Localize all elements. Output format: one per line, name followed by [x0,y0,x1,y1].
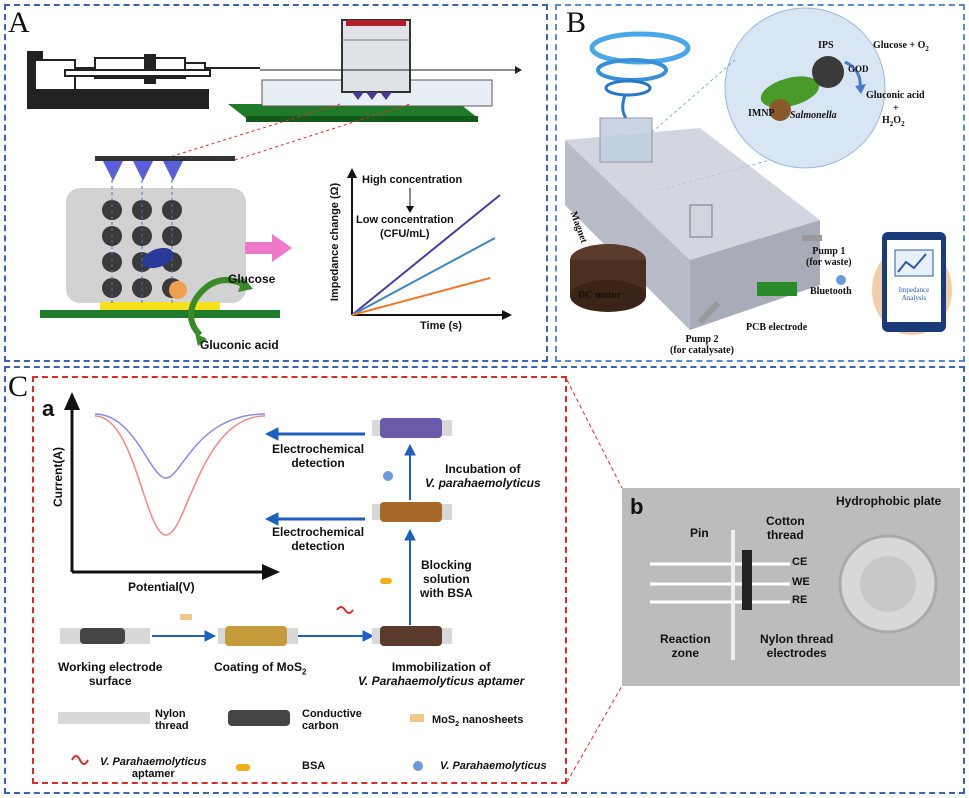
pin-label: Pin [690,526,709,540]
panel-ca-label: a [42,396,55,421]
ce-label: CE [792,556,808,568]
salmonella-bacterium [760,76,820,108]
legend-icons [58,710,424,771]
electrodes [60,418,452,646]
gluconic-label: Gluconic acid [200,338,279,352]
pump2-label: Pump 2(for catalysate) [670,334,734,356]
bluetooth-label: Bluetooth [810,286,852,297]
imnp-bead [769,99,791,121]
gluconic-acid-label: Gluconic acid [866,90,925,101]
panel-a [4,4,548,362]
water-swirl-icon [589,31,691,119]
smartphone-icon [872,232,952,335]
salmonella-label: Salmonella [790,110,837,121]
detection-device [565,117,822,330]
graph-unit-label: (CFU/mL) [380,228,430,240]
cv-ylabel: Current(A) [51,447,65,507]
cv-xlabel: Potential(V) [128,580,195,594]
graph-low-label: Low concentration [356,214,454,226]
plus-label: + [893,103,899,114]
bluetooth-icon [836,275,846,285]
graph-high-label: High concentration [362,174,463,186]
panel-c [4,366,965,794]
glucose-label: Glucose [228,272,276,286]
step2-label: Coating of MoS2 [214,660,307,677]
hydrophobic-label: Hydrophobic plate [836,494,942,508]
panel-b-label: B [566,6,587,39]
dc-motor-label: DC motor [578,290,622,301]
h2o2-label: H2O2 [882,115,905,128]
ips-bead [812,56,844,88]
panel-ca [32,376,567,784]
impedance-graph [347,168,512,320]
imnp-label: IMNP [748,108,775,119]
panel-cb-label: b [630,494,644,519]
bsa-icon [380,578,392,584]
glucose-o2-label: Glucose + O2 [873,40,929,53]
god-label: GOD [848,64,869,74]
bacterium [142,247,174,269]
device-photo [622,488,960,686]
graph-xlabel: Time (s) [420,320,462,332]
we-label: WE [792,576,810,588]
panel-b [555,4,965,362]
syringe-pump [27,51,260,109]
cv-plot [64,392,280,580]
pump1-label: Pump 1(for waste) [806,246,852,268]
mos2-icon [180,614,192,620]
panel-a-label: A [8,6,30,39]
phone-text: Impedance Analysis [898,286,930,302]
aptamer-icon [336,606,354,614]
legend-bsa: BSA [302,760,326,772]
re-label: RE [792,594,808,606]
vp-icon [383,471,393,481]
pink-arrow [245,234,292,262]
legend-vp: V. Parahaemolyticus [440,760,547,772]
legend-mos2: MoS2 nanosheets [432,714,524,729]
process-arrows [152,427,416,642]
ips-label: IPS [818,40,834,51]
enzyme [169,281,187,299]
pcb-label: PCB electrode [746,322,808,333]
panel-c-label: C [8,370,29,403]
